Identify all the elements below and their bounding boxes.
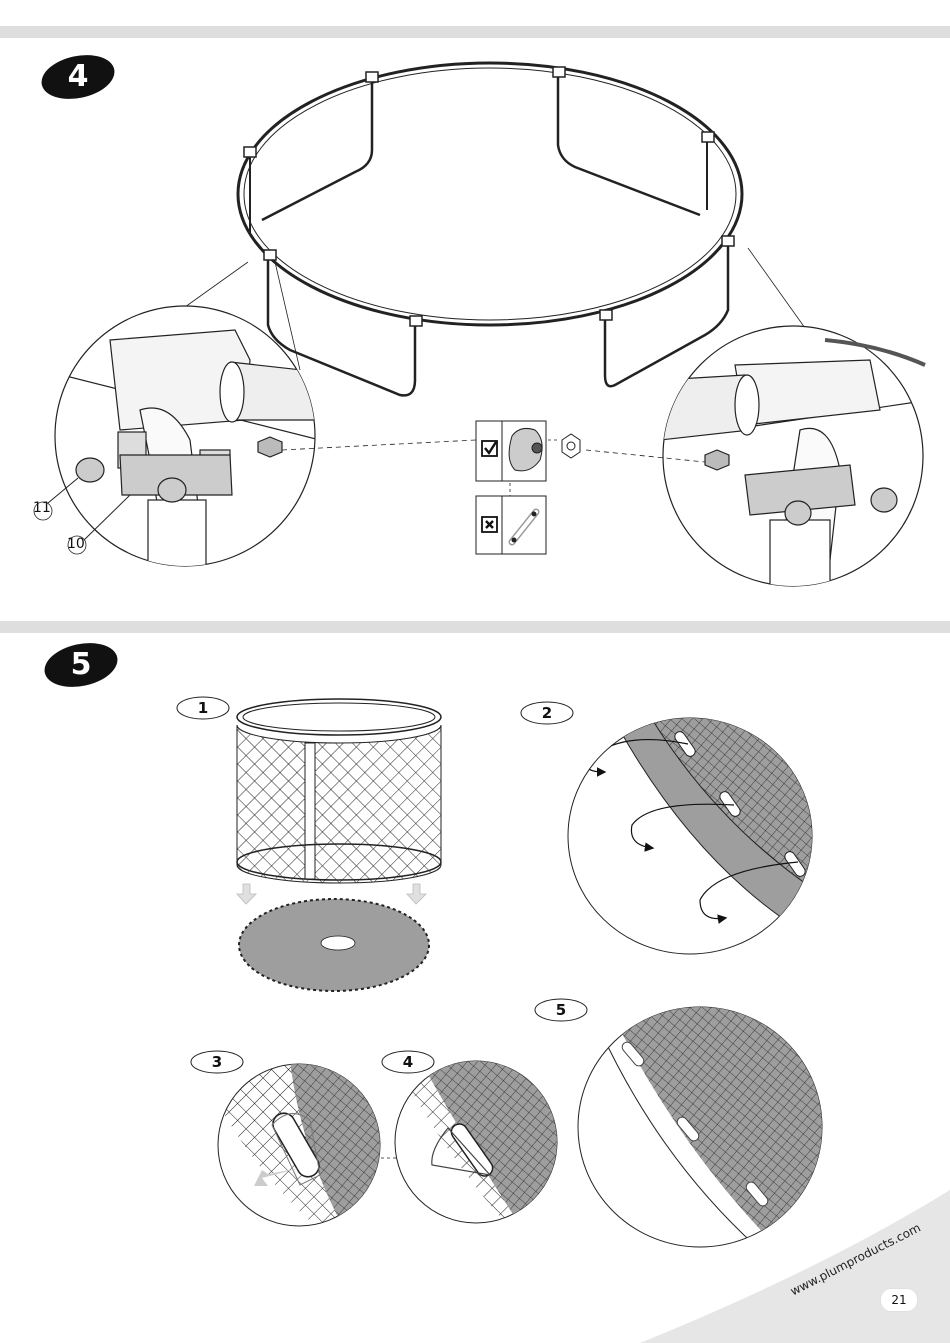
part-callout-11: 11: [33, 500, 51, 516]
substep-badge-1: 1: [176, 696, 230, 720]
substep-number: 3: [190, 1050, 244, 1074]
net-attachment-detail-4: [395, 1060, 560, 1240]
net-attachment-detail-5: [578, 1000, 830, 1250]
substep-badge-2: 2: [520, 701, 574, 725]
left-detail-circle: [34, 306, 320, 570]
substep-number: 5: [534, 998, 588, 1022]
right-detail-circle: [660, 326, 930, 590]
step-badge-5: 5: [43, 642, 119, 688]
substep-badge-4: 4: [381, 1050, 435, 1074]
check-box-icon: [482, 441, 497, 456]
part-callout-10: 10: [67, 536, 85, 552]
substep-number: 1: [176, 696, 230, 720]
step-number: 5: [43, 642, 119, 688]
net-attachment-detail-2: [568, 700, 830, 954]
substep-number: 2: [520, 701, 574, 725]
page-number-badge: 21: [880, 1288, 918, 1312]
net-enclosure: [237, 699, 441, 904]
trampoline-mat: [239, 899, 429, 991]
page-number: 21: [881, 1289, 917, 1311]
cross-box-icon: [482, 517, 497, 532]
step-number: 4: [40, 54, 116, 100]
substep-number: 4: [381, 1050, 435, 1074]
substep-badge-3: 3: [190, 1050, 244, 1074]
step-badge-4: 4: [40, 54, 116, 100]
substep-badge-5: 5: [534, 998, 588, 1022]
net-attachment-detail-3: [200, 1060, 400, 1240]
